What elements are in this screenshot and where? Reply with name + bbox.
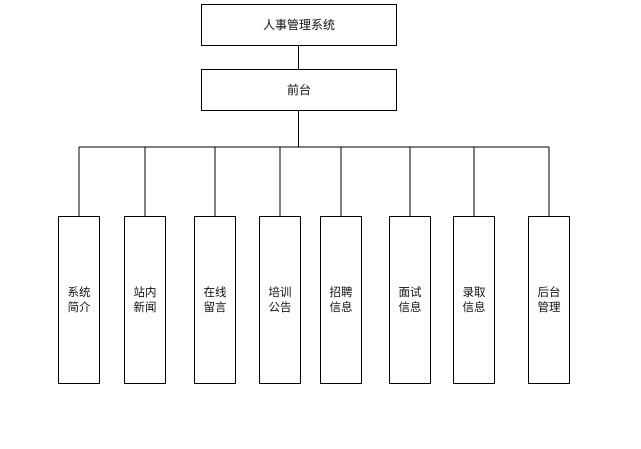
module-node-4-label-line2: 公告 [269,300,292,314]
module-node-6-label-line2: 信息 [399,300,422,314]
module-node-8-label-line1: 后台 [538,285,561,299]
module-node-3: 在线 留言 [194,216,236,384]
module-node-5-label-line1: 招聘 [330,285,353,299]
module-node-1-label-line2: 简介 [68,300,91,314]
module-node-1-label-line1: 系统 [68,285,91,299]
module-node-5: 招聘 信息 [320,216,362,384]
root-node: 人事管理系统 [201,4,397,46]
module-node-4-label-line1: 培训 [269,285,292,299]
module-node-4: 培训 公告 [259,216,301,384]
module-node-8-label-line2: 管理 [538,300,561,314]
module-node-5-label-line2: 信息 [330,300,353,314]
frontend-node-label: 前台 [287,82,311,97]
module-node-1: 系统 简介 [58,216,100,384]
module-node-2: 站内 新闻 [124,216,166,384]
module-node-8: 后台 管理 [528,216,570,384]
module-node-6-label-line1: 面试 [399,285,422,299]
root-node-label: 人事管理系统 [263,17,335,32]
module-node-7-label-line2: 信息 [463,300,486,314]
module-node-3-label-line1: 在线 [204,285,227,299]
module-node-3-label-line2: 留言 [204,300,227,314]
module-node-7: 录取 信息 [453,216,495,384]
frontend-node: 前台 [201,69,397,111]
module-node-7-label-line1: 录取 [463,285,486,299]
connectors [78,45,550,216]
module-node-6: 面试 信息 [389,216,431,384]
module-node-2-label-line1: 站内 [134,285,157,299]
module-node-2-label-line2: 新闻 [134,300,157,314]
